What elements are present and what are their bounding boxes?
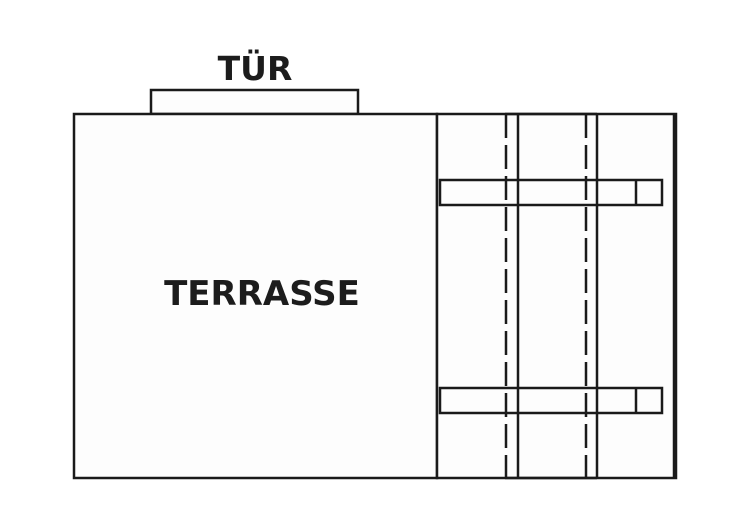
terrace-label: TERRASSE bbox=[164, 274, 360, 314]
adjacent-structure bbox=[435, 112, 678, 480]
terrace-area bbox=[72, 112, 439, 480]
crossbar-bottom bbox=[438, 386, 664, 415]
door-label: TÜR bbox=[218, 48, 293, 88]
crossbar-top bbox=[438, 178, 664, 207]
door-shape bbox=[149, 88, 360, 116]
